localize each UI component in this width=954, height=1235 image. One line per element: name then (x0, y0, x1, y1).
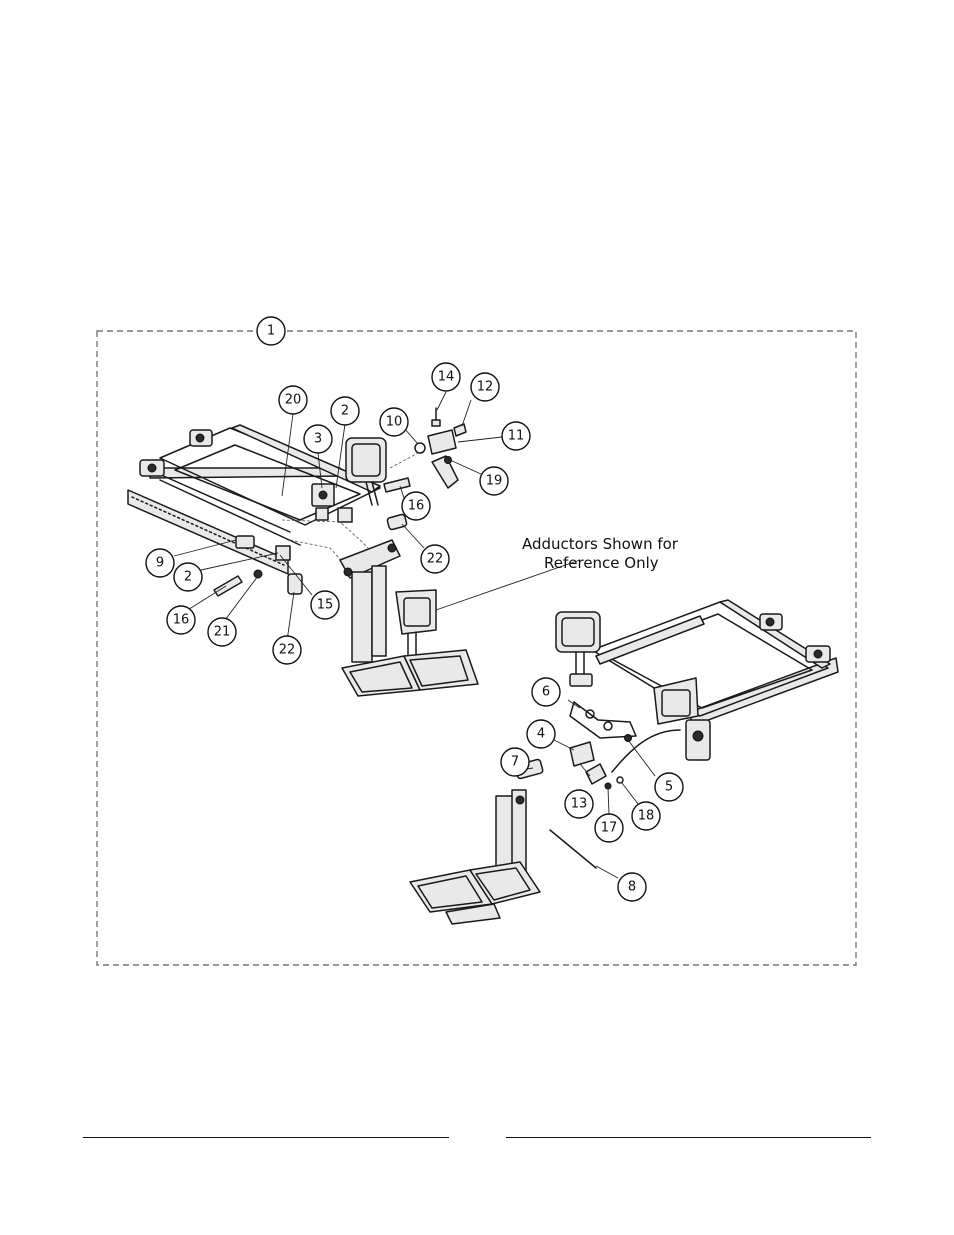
right-footplate (410, 862, 540, 924)
callout-17: 17 (595, 814, 623, 842)
svg-text:11: 11 (508, 429, 525, 444)
svg-text:22: 22 (279, 643, 296, 658)
svg-text:5: 5 (665, 780, 673, 795)
footer-rule-left (83, 1137, 449, 1138)
svg-text:14: 14 (438, 370, 455, 385)
svg-text:7: 7 (511, 755, 519, 770)
svg-text:10: 10 (386, 415, 403, 430)
callout-4: 4 (527, 720, 555, 748)
callout-10: 10 (380, 408, 408, 436)
svg-text:9: 9 (156, 556, 164, 571)
callout-6: 6 (532, 678, 560, 706)
svg-text:16: 16 (408, 499, 425, 514)
svg-text:2: 2 (341, 404, 349, 419)
callout-20: 20 (279, 386, 307, 414)
svg-text:1: 1 (267, 324, 275, 339)
svg-text:8: 8 (628, 880, 636, 895)
callout-7: 7 (501, 748, 529, 776)
svg-text:22: 22 (427, 552, 444, 567)
svg-text:18: 18 (638, 809, 655, 824)
svg-text:16: 16 (173, 613, 190, 628)
svg-text:6: 6 (542, 685, 550, 700)
svg-text:13: 13 (571, 797, 588, 812)
callout-16-upper: 16 (402, 492, 430, 520)
callout-14: 14 (432, 363, 460, 391)
note-line-1: Adductors Shown for (522, 535, 679, 553)
callout-22-upper: 22 (421, 545, 449, 573)
svg-text:3: 3 (314, 432, 322, 447)
svg-text:19: 19 (486, 474, 503, 489)
left-adductor-pad-lower (396, 590, 436, 660)
callout-assembly: 1 (257, 317, 285, 345)
svg-text:2: 2 (184, 570, 192, 585)
callout-21: 21 (208, 618, 236, 646)
callout-16-lower: 16 (167, 606, 195, 634)
callout-5: 5 (655, 773, 683, 801)
callout-12: 12 (471, 373, 499, 401)
callout-2-lower: 2 (174, 563, 202, 591)
svg-text:4: 4 (537, 727, 545, 742)
note-line-2: Reference Only (544, 554, 659, 572)
svg-text:21: 21 (214, 625, 231, 640)
callout-11: 11 (502, 422, 530, 450)
callout-19: 19 (480, 467, 508, 495)
svg-text:15: 15 (317, 598, 334, 613)
callout-18: 18 (632, 802, 660, 830)
footer-rule-right (506, 1137, 871, 1138)
callout-13: 13 (565, 790, 593, 818)
svg-text:20: 20 (285, 393, 302, 408)
callout-3: 3 (304, 425, 332, 453)
reference-note: Adductors Shown for Reference Only (522, 535, 679, 572)
callout-8: 8 (618, 873, 646, 901)
svg-text:12: 12 (477, 380, 494, 395)
callout-15: 15 (311, 591, 339, 619)
callout-2-upper: 2 (331, 397, 359, 425)
callout-9: 9 (146, 549, 174, 577)
right-adductor-pad-top (556, 612, 600, 686)
callout-22-lower: 22 (273, 636, 301, 664)
svg-text:17: 17 (601, 821, 618, 836)
